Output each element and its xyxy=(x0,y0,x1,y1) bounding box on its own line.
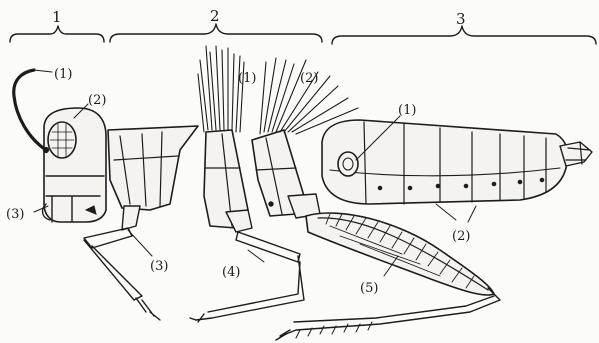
metathorax xyxy=(252,130,320,218)
brace-abdomen xyxy=(332,26,596,44)
segment-label-abdomen: 3 xyxy=(456,10,466,28)
prothorax xyxy=(108,126,198,210)
label-abdomen-tympanum: (1) xyxy=(398,103,416,118)
label-thorax-forewing: (1) xyxy=(238,71,256,86)
label-thorax-middle-leg: (4) xyxy=(222,265,240,280)
abdomen xyxy=(322,120,592,204)
label-abdomen-spiracles: (2) xyxy=(452,229,470,244)
middle-leg xyxy=(190,232,304,322)
segment-label-thorax: 2 xyxy=(210,7,220,25)
segment-label-head: 1 xyxy=(52,8,62,26)
label-thorax-hind-leg: (5) xyxy=(360,281,378,296)
label-head-compound-eye: (2) xyxy=(88,93,106,108)
forewing-base xyxy=(198,46,244,132)
brace-head xyxy=(10,26,104,42)
foreleg xyxy=(84,206,160,320)
label-head-mouthparts: (3) xyxy=(6,207,24,222)
label-thorax-foreleg: (3) xyxy=(150,259,168,274)
mesothorax xyxy=(204,130,252,232)
label-thorax-hindwing: (2) xyxy=(300,71,318,86)
hind-leg-femur xyxy=(306,213,494,295)
brace-thorax xyxy=(110,24,322,42)
label-head-antenna: (1) xyxy=(54,67,72,82)
hind-leg-tibia xyxy=(276,288,500,340)
